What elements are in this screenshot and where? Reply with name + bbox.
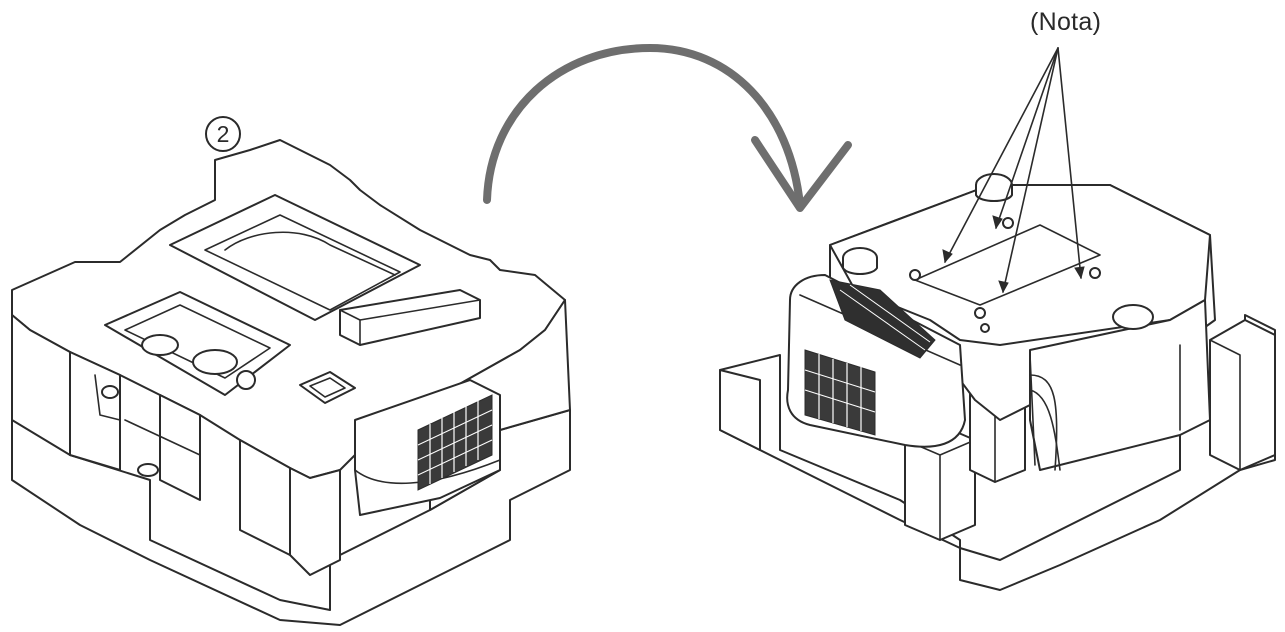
- note-leader-lines: [942, 47, 1085, 294]
- screws: [909, 217, 1101, 333]
- projector-vent-grille-right: [804, 349, 876, 436]
- note-label: (Nota): [1030, 8, 1102, 36]
- projector-feet: [842, 173, 1154, 330]
- flip-arrow: [483, 43, 852, 212]
- step-number-badge: 2: [205, 116, 241, 152]
- projector-vent-grille-left: [417, 394, 493, 491]
- projector-in-foam-base: [719, 173, 1276, 591]
- foam-packaging-top: [11, 139, 571, 626]
